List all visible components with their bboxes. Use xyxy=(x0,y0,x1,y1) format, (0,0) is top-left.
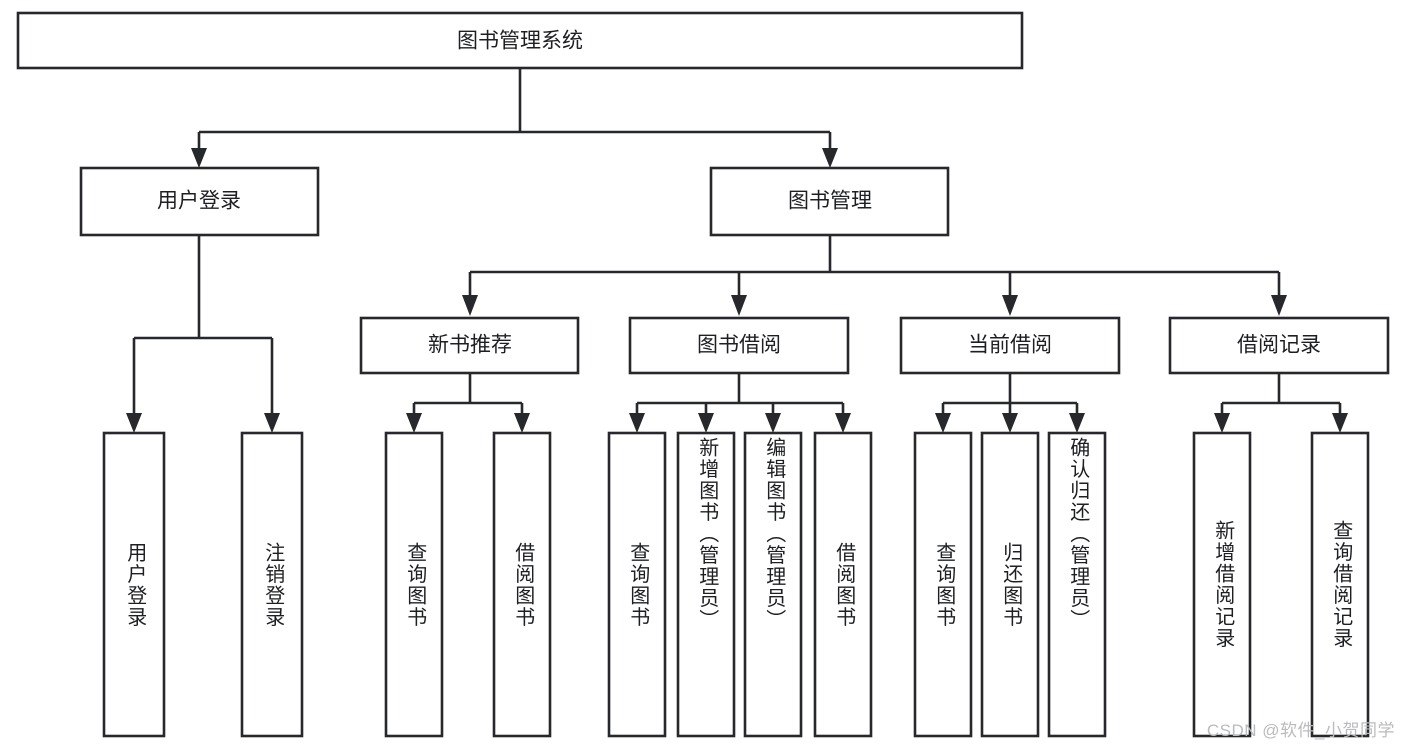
leaf-boxes xyxy=(102,431,1370,738)
edge-group-current-borrow xyxy=(935,373,1085,433)
node-current-borrow-box[interactable] xyxy=(899,316,1121,375)
node-new-book-recommend-label: 新书推荐 xyxy=(428,334,512,357)
node-borrow-record-box[interactable] xyxy=(1168,316,1390,375)
node-user-login-label: 用户登录 xyxy=(157,190,241,213)
node-book-management-box[interactable] xyxy=(709,166,950,237)
arrowhead-bb-borrow-book xyxy=(835,413,851,433)
node-root[interactable]: 图书管理系统 xyxy=(16,11,1024,70)
arrowhead-bb-edit-book xyxy=(765,413,781,433)
node-root-box[interactable] xyxy=(16,11,1024,70)
node-book-management-label: 图书管理 xyxy=(788,190,872,213)
node-new-book-recommend-box[interactable] xyxy=(359,316,580,375)
leaf-box-br-add-record[interactable] xyxy=(1192,431,1252,738)
leaf-box-bb-borrow-book[interactable] xyxy=(813,431,873,738)
node-book-management[interactable]: 图书管理 xyxy=(709,166,950,237)
leaf-box-nbr-borrow-book[interactable] xyxy=(492,431,552,738)
watermark-text: CSDN @软件_小贺同学 xyxy=(1206,721,1395,740)
arrowhead-nbr-borrow-book xyxy=(514,413,530,433)
leaf-box-br-query-record[interactable] xyxy=(1310,431,1370,738)
leaf-box-user-login[interactable] xyxy=(102,431,166,738)
edge-group-book-borrow xyxy=(629,373,851,433)
node-user-login-box[interactable] xyxy=(79,166,320,237)
arrowhead-br-query-record xyxy=(1332,413,1348,433)
node-new-book-recommend[interactable]: 新书推荐 xyxy=(359,316,580,375)
arrowhead-new-book-recommend xyxy=(462,295,478,316)
arrowhead-book-mgmt xyxy=(822,148,838,168)
arrowhead-cb-query-book xyxy=(935,413,951,433)
node-book-borrow-label: 图书借阅 xyxy=(697,334,781,357)
arrowhead-leaf-logout xyxy=(264,413,280,433)
edge-group-root xyxy=(191,68,838,168)
leaf-box-bb-add-book[interactable] xyxy=(676,431,736,738)
arrowhead-nbr-query-book xyxy=(406,413,422,433)
edge-group-new-book-recommend xyxy=(406,373,530,433)
leaf-box-cb-query-book[interactable] xyxy=(913,431,973,738)
leaf-box-cb-confirm-return[interactable] xyxy=(1047,431,1107,738)
leaf-box-bb-edit-book[interactable] xyxy=(743,431,803,738)
leaf-box-nbr-query-book[interactable] xyxy=(384,431,444,738)
arrowhead-book-borrow xyxy=(731,295,747,316)
arrowhead-user-login xyxy=(191,148,207,168)
node-book-borrow-box[interactable] xyxy=(628,316,850,375)
arrowhead-br-add-record xyxy=(1214,413,1230,433)
node-borrow-record[interactable]: 借阅记录 xyxy=(1168,316,1390,375)
arrowhead-cb-confirm-return xyxy=(1069,413,1085,433)
arrowhead-leaf-user-login xyxy=(126,413,142,433)
leaf-box-cb-return-book[interactable] xyxy=(980,431,1040,738)
edge-group-book-mgmt xyxy=(462,235,1287,316)
arrowhead-current-borrow xyxy=(1002,295,1018,316)
node-book-borrow[interactable]: 图书借阅 xyxy=(628,316,850,375)
leaf-box-bb-query-book[interactable] xyxy=(607,431,667,738)
node-current-borrow[interactable]: 当前借阅 xyxy=(899,316,1121,375)
node-user-login[interactable]: 用户登录 xyxy=(79,166,320,237)
arrowhead-bb-add-book xyxy=(698,413,714,433)
edge-group-borrow-record xyxy=(1214,373,1348,433)
node-borrow-record-label: 借阅记录 xyxy=(1237,334,1321,357)
edge-group-user-login xyxy=(126,235,280,433)
leaf-box-logout[interactable] xyxy=(240,431,304,738)
node-root-label: 图书管理系统 xyxy=(457,30,583,53)
arrowhead-borrow-record xyxy=(1271,295,1287,316)
arrowhead-cb-return-book xyxy=(1002,413,1018,433)
arrowhead-bb-query-book xyxy=(629,413,645,433)
node-current-borrow-label: 当前借阅 xyxy=(968,334,1052,357)
